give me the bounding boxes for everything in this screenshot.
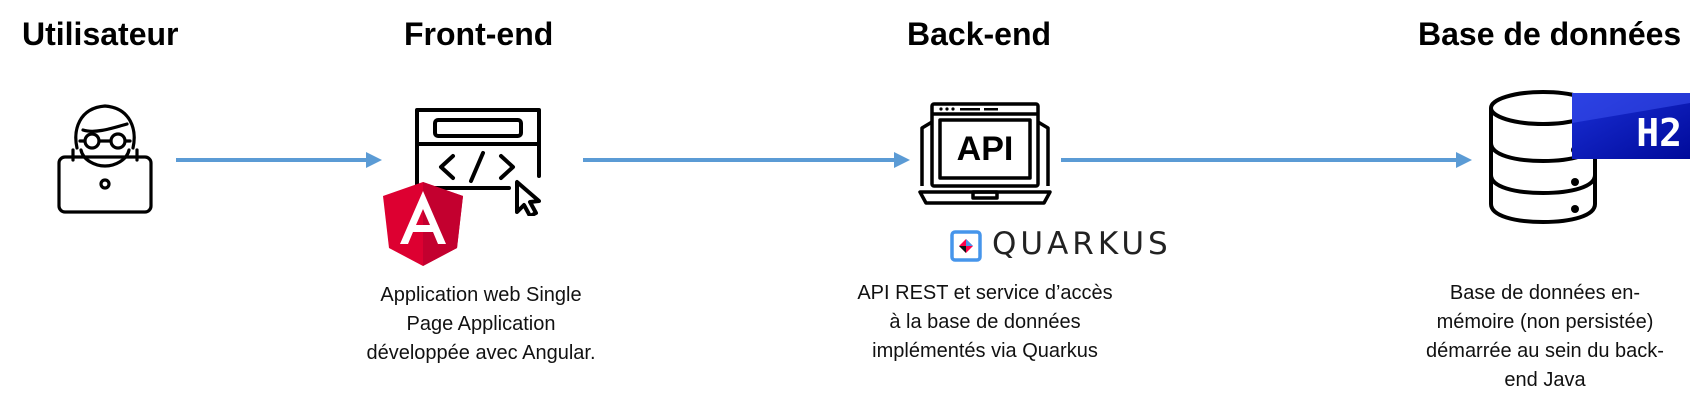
caption-line: API REST et service d’accès	[857, 282, 1113, 304]
api-label: API	[957, 130, 1014, 168]
api-laptop-icon: API	[918, 102, 1052, 205]
caption-frontend: Application web Single Page Application …	[340, 281, 622, 368]
caption-line: implémentés via Quarkus	[872, 340, 1098, 362]
quarkus-label: QUARKUS	[992, 226, 1172, 262]
title-backend: Back-end	[907, 16, 1052, 52]
caption-line: à la base de données	[889, 311, 1081, 333]
arrow-user-to-frontend	[176, 152, 382, 168]
h2-logo-icon: H2	[1572, 93, 1690, 159]
caption-backend: API REST et service d’accès à la base de…	[840, 279, 1130, 366]
arrow-frontend-to-backend	[583, 152, 910, 168]
caption-line: end Java	[1504, 369, 1586, 391]
database-icon	[1489, 90, 1597, 224]
caption-line: Base de données en-	[1449, 282, 1641, 304]
quarkus-logo-icon	[950, 230, 982, 262]
caption-line: Application web Single	[380, 284, 582, 306]
caption-database: Base de données en- mémoire (non persist…	[1400, 279, 1690, 395]
arrow-backend-to-database	[1061, 152, 1472, 168]
user-at-laptop-icon	[57, 104, 153, 214]
caption-line: Page Application	[406, 313, 556, 335]
caption-line: démarrée au sein du back-	[1426, 340, 1664, 362]
angular-logo-icon	[383, 182, 463, 266]
caption-line: développée avec Angular.	[366, 342, 596, 364]
h2-label: H2	[1636, 111, 1682, 155]
title-frontend: Front-end	[404, 16, 554, 52]
title-user: Utilisateur	[22, 16, 179, 52]
title-database: Base de données	[1418, 16, 1682, 52]
caption-line: mémoire (non persistée)	[1436, 311, 1654, 333]
web-browser-code-icon	[415, 108, 541, 216]
